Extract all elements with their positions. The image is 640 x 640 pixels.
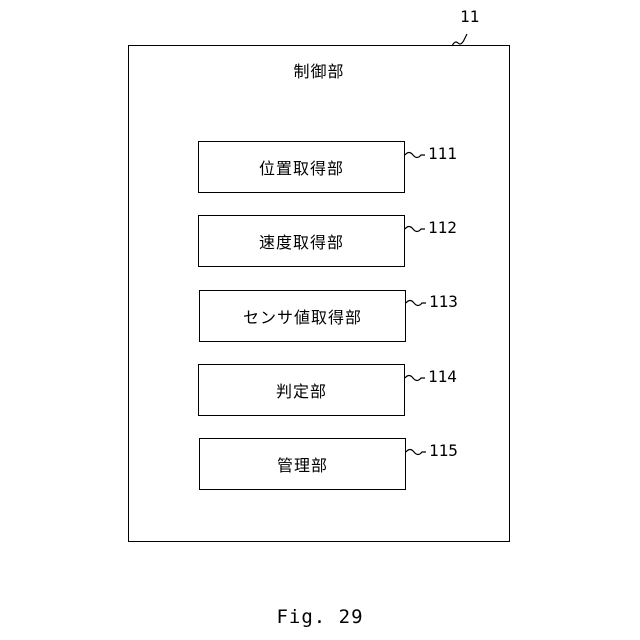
speed-acquisition-block: 速度取得部 xyxy=(198,215,405,267)
management-ref: 115 xyxy=(429,443,458,459)
determination-block: 判定部 xyxy=(198,364,405,416)
sensor-value-acquisition-ref: 113 xyxy=(429,294,458,310)
figure-caption: Fig. 29 xyxy=(0,606,640,628)
sensor-value-acquisition-block: センサ値取得部 xyxy=(199,290,406,342)
position-acquisition-ref: 111 xyxy=(428,146,457,162)
control-unit-label: 制御部 xyxy=(128,58,510,82)
position-acquisition-block: 位置取得部 xyxy=(198,141,405,193)
management-block: 管理部 xyxy=(199,438,406,490)
speed-acquisition-ref: 112 xyxy=(428,220,457,236)
determination-ref: 114 xyxy=(428,369,457,385)
control-unit-ref: 11 xyxy=(460,9,479,25)
